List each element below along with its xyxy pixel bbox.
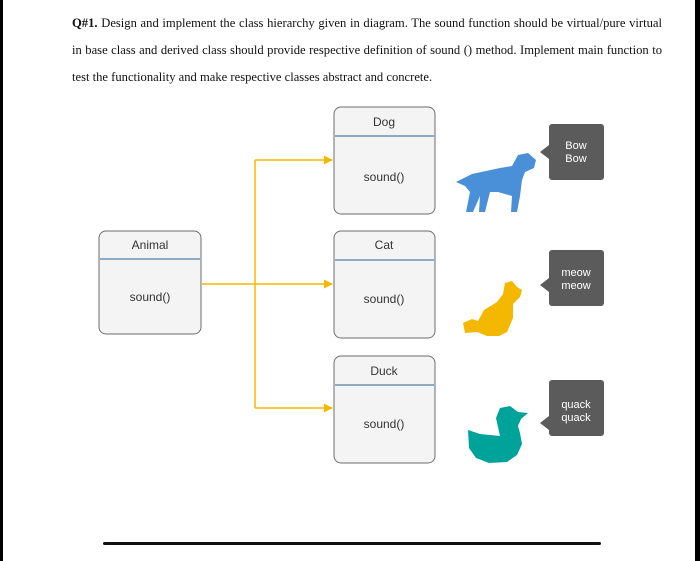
animal-sound-method: sound() [130,290,171,304]
right-edge-border [695,0,700,561]
cat-class-name: Cat [375,238,394,252]
cat-speech-line-2: meow [561,280,590,292]
duck-speech-bubble: quack quack [540,380,604,436]
dog-speech-line-1: Bow [565,140,586,152]
duck-icon [468,406,528,463]
class-box-cat: Cat sound() [333,230,436,339]
duck-speech-line-2: quack [561,412,591,424]
cat-icon [463,281,522,336]
dog-class-name: Dog [373,115,395,129]
class-box-dog: Dog sound() [333,106,436,215]
class-box-animal: Animal sound() [98,230,202,335]
cat-sound-method: sound() [364,292,405,306]
duck-speech-line-1: quack [561,399,591,411]
duck-sound-method: sound() [364,417,405,431]
animal-class-name: Animal [132,238,169,252]
question-text-block: Q#1. Design and implement the class hier… [72,10,662,91]
dog-speech-bubble: Bow Bow [540,124,604,180]
inheritance-connectors [202,155,333,413]
duck-class-name: Duck [370,364,398,378]
dog-sound-method: sound() [364,170,405,184]
dog-speech-line-2: Bow [565,153,586,165]
dog-icon [456,153,536,212]
left-edge-border [0,0,3,561]
bottom-divider-line [103,542,601,545]
cat-speech-bubble: meow meow [540,250,604,306]
question-number: Q#1. [72,16,98,30]
cat-speech-line-1: meow [561,267,590,279]
question-body: Design and implement the class hierarchy… [72,16,662,84]
class-box-duck: Duck sound() [333,355,436,464]
